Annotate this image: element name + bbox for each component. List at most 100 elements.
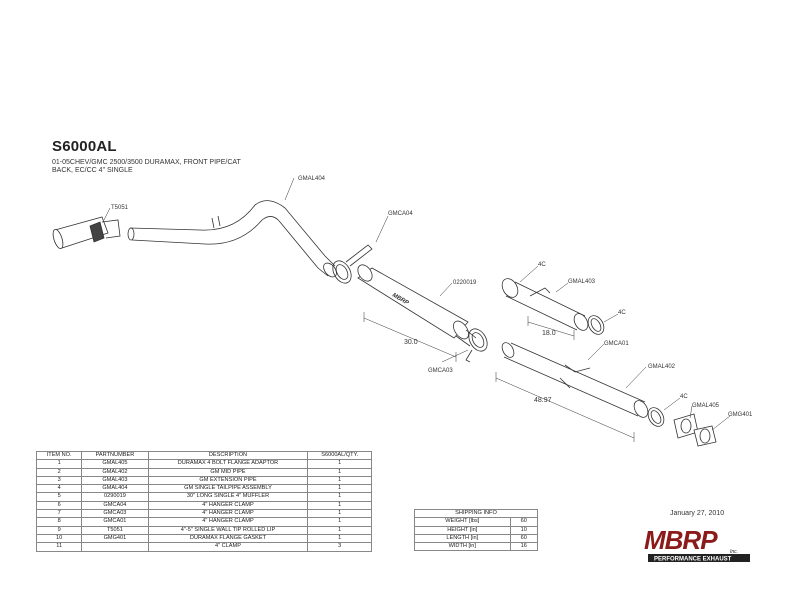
callout-gmca01: GMCA01 <box>604 341 629 347</box>
bom-item: 5 <box>35 492 83 502</box>
bom-col-item: ITEM NO. <box>35 450 83 461</box>
bom-part: GMCA04 <box>81 500 149 511</box>
bom-desc: 30" LONG SINGLE 4" MUFFLER <box>147 492 309 502</box>
logo-tagline-bar <box>648 554 750 562</box>
dim-mid-pipe-length: 48.97 <box>534 397 552 404</box>
extension-pipe <box>501 278 605 335</box>
bom-part: GMCA01 <box>81 517 149 527</box>
bill-of-materials: ITEM NO. PARTNUMBER DESCRIPTION S6000AL/… <box>35 450 372 552</box>
callout-4c-b: 4C <box>618 310 626 316</box>
callout-gmal404: GMAL404 <box>298 176 326 182</box>
mid-pipe <box>501 342 649 418</box>
flange-gasket <box>693 425 717 447</box>
bom-part: GMCA03 <box>81 509 149 519</box>
logo-suffix: Inc. <box>730 549 738 555</box>
bom-qty: 1 <box>307 459 372 469</box>
drawing-title: S6000AL <box>52 138 117 155</box>
tailpipe-assembly <box>127 200 337 278</box>
shipping-header: SHIPPING INFO <box>414 508 538 519</box>
bom-part: 0290019 <box>81 492 149 502</box>
callout-muffler-part: 0220019 <box>453 280 477 286</box>
callout-gmal403: GMAL403 <box>568 279 596 285</box>
bom-part <box>81 542 149 552</box>
bom-item: 9 <box>35 525 83 535</box>
bom-part: GMAL402 <box>81 467 149 477</box>
bom-qty: 1 <box>307 475 372 486</box>
dim-muffler-length: 30.0 <box>404 339 418 346</box>
shipping-label: WIDTH [in] <box>414 542 511 552</box>
bom-col-qty: S6000AL/QTY. <box>307 450 372 461</box>
shipping-value: 10 <box>509 525 539 535</box>
bom-part: GMAL405 <box>81 459 149 469</box>
bom-desc: GM MID PIPE <box>147 467 309 477</box>
bom-desc: 4" HANGER CLAMP <box>147 509 309 519</box>
bom-qty: 3 <box>307 542 372 552</box>
bom-part: GMAL404 <box>81 484 149 494</box>
shipping-info-table: SHIPPING INFO WEIGHT [lbs]60 HEIGHT [in]… <box>414 508 539 552</box>
bom-desc: GM SINGLE TAILPIPE ASSEMBLY <box>147 484 309 494</box>
bom-item: 1 <box>35 459 83 469</box>
bom-desc: 4"-5" SINGLE WALL TIP ROLLED LIP <box>147 525 309 535</box>
bom-qty: 1 <box>307 484 372 494</box>
drawing-date: January 27, 2010 <box>670 510 725 517</box>
bom-item: 3 <box>35 475 83 486</box>
table-row: LENGTH [in]60 <box>414 533 539 544</box>
bom-item: 2 <box>35 467 83 477</box>
table-row: WIDTH [in]16 <box>414 542 539 552</box>
dim-extension-length: 18.0 <box>542 330 556 337</box>
bom-part: T5051 <box>81 525 149 535</box>
table-row: WEIGHT [lbs]60 <box>414 517 539 527</box>
muffler <box>357 264 477 347</box>
bom-part: GMAL403 <box>81 475 149 486</box>
callout-gmg401: GMG401 <box>728 412 753 418</box>
bom-col-part: PARTNUMBER <box>81 450 149 461</box>
shipping-value: 60 <box>509 517 539 527</box>
shipping-header-row: SHIPPING INFO <box>414 508 538 519</box>
bom-item: 8 <box>35 517 83 527</box>
table-row: HEIGHT [in]10 <box>414 525 539 535</box>
bom-col-description: DESCRIPTION <box>147 450 309 461</box>
shipping-label: LENGTH [in] <box>414 533 511 544</box>
callout-gmal405: GMAL405 <box>692 403 720 409</box>
callout-gmal402: GMAL402 <box>648 364 676 370</box>
bom-desc: 4" CLAMP <box>147 542 309 552</box>
logo-tagline: PERFORMANCE EXHAUST <box>654 557 732 563</box>
mbrp-logo: MBRP Inc. PERFORMANCE EXHAUST <box>644 525 750 563</box>
bom-qty: 1 <box>307 525 372 535</box>
drawing-subtitle: 01-05CHEV/GMC 2500/3500 DURAMAX, FRONT P… <box>52 159 241 174</box>
dimension-lines <box>363 312 635 442</box>
bom-desc: DURAMAX FLANGE GASKET <box>147 533 309 544</box>
bom-desc: 4" HANGER CLAMP <box>147 500 309 511</box>
bom-item: 11 <box>35 542 83 552</box>
callout-t5051: T5051 <box>111 205 129 211</box>
callout-gmca04: GMCA04 <box>388 211 413 217</box>
bom-item: 7 <box>35 509 83 519</box>
flange-clamp <box>647 407 665 427</box>
flange-adaptor <box>673 413 699 439</box>
callout-gmca03: GMCA03 <box>428 368 453 374</box>
shipping-value: 60 <box>509 533 539 544</box>
hanger-clamp-gmca04 <box>332 244 373 284</box>
bom-item: 4 <box>35 484 83 494</box>
bom-qty: 1 <box>307 533 372 544</box>
exhaust-tip <box>52 216 121 249</box>
bom-part: GMG401 <box>81 533 149 544</box>
logo-brand: MBRP <box>644 525 718 555</box>
shipping-label: WEIGHT [lbs] <box>414 517 511 527</box>
bom-qty: 1 <box>307 500 372 511</box>
shipping-label: HEIGHT [in] <box>414 525 511 535</box>
leader-lines <box>103 177 731 431</box>
callout-4c-c: 4C <box>680 394 688 400</box>
bom-qty: 1 <box>307 492 372 502</box>
hanger-clamp-gmca03 <box>465 328 488 363</box>
